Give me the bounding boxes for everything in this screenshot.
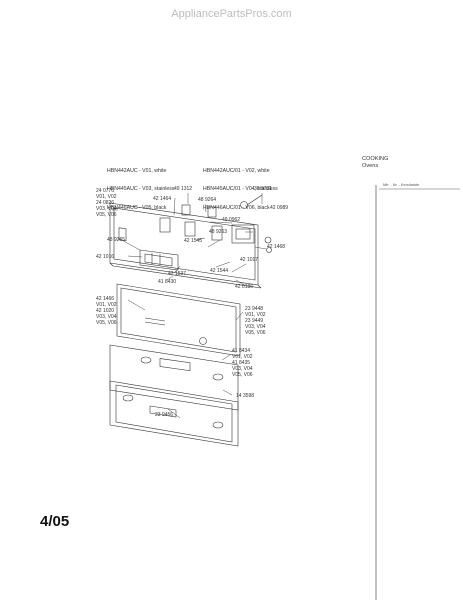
part-label: V01, V02	[245, 312, 266, 318]
part-label: V05, V06	[245, 330, 266, 336]
part-label: 41 8435	[232, 360, 250, 366]
watermark: AppliancePartsPros.com	[171, 8, 292, 20]
part-label: 36 9731	[254, 186, 272, 192]
front-panel	[109, 344, 239, 411]
part-label: 49 1312	[174, 186, 192, 192]
model-line: HBN445AUC - V03, stainless	[107, 186, 175, 193]
model-line: HBN445AUC/01 - V04, stainless	[203, 186, 278, 193]
model-list-left: HBN442AUC - V01, white HBN445AUC - V03, …	[107, 155, 174, 218]
model-line: HBN446AUC/01 - V06, black	[203, 205, 270, 212]
part-label: 41 8434	[232, 348, 250, 354]
part-label: V03, V04	[96, 314, 117, 320]
mfr-note: Mfr. - Nr. - Kennladde	[383, 183, 420, 187]
part-label: 14 3598	[236, 393, 254, 399]
switch-assembly	[181, 194, 272, 253]
part-label: 42 0989	[270, 205, 288, 211]
faceplate	[109, 380, 239, 447]
part-label: V01, V02	[96, 194, 117, 200]
model-line: HBN442AUC/01 - V02, white	[203, 167, 270, 174]
part-label: 48 9264	[198, 197, 216, 203]
part-label: 42 1016	[96, 254, 114, 260]
leader-lines	[112, 193, 267, 419]
part-label: 48 9263	[209, 229, 227, 235]
part-label: V05, V06	[96, 320, 117, 326]
part-label: 23 9456	[155, 412, 173, 418]
part-label: 24 0826	[96, 200, 114, 206]
control-panel	[116, 283, 241, 357]
category: COOKING Ovens	[362, 156, 388, 170]
part-label: 42 1466	[96, 296, 114, 302]
part-label: V03, V04	[245, 324, 266, 330]
model-list-right: HBN442AUC/01 - V02, white HBN445AUC/01 -…	[203, 155, 278, 218]
part-label: 42 1468	[267, 244, 285, 250]
display-module	[139, 249, 179, 271]
part-label: 24 0776	[96, 188, 114, 194]
part-label: 42 1464	[153, 196, 171, 202]
part-label: 42 1544	[210, 268, 228, 274]
category-subtitle: Ovens	[362, 162, 379, 169]
part-label: 42 1020	[96, 308, 114, 314]
part-label: 23 9449	[245, 318, 263, 324]
part-label: 42 1545	[184, 238, 202, 244]
part-label: V03, V04	[232, 366, 253, 372]
part-label: V05, V06	[96, 212, 117, 218]
model-line: HBN442AUC - V01, white	[107, 167, 167, 174]
part-label: V05, V06	[232, 372, 253, 378]
part-label: V01, V02	[232, 354, 253, 360]
part-label: 48 9265	[107, 237, 125, 243]
control-frame	[109, 202, 262, 289]
part-label: V01, V02	[96, 302, 117, 308]
part-label: 41 8430	[158, 279, 176, 285]
part-label: 23 9448	[245, 306, 263, 312]
revision-date: 4/05	[40, 513, 70, 530]
model-line: HBN446AUC - V05, black	[107, 205, 167, 212]
part-label: 42 0186	[235, 284, 253, 290]
part-label: 49 0962	[222, 217, 240, 223]
part-label: 42 1017	[240, 257, 258, 263]
part-label: V03, V04	[96, 206, 117, 212]
category-title: COOKING	[362, 156, 389, 162]
part-label: 42 1537	[168, 271, 186, 277]
